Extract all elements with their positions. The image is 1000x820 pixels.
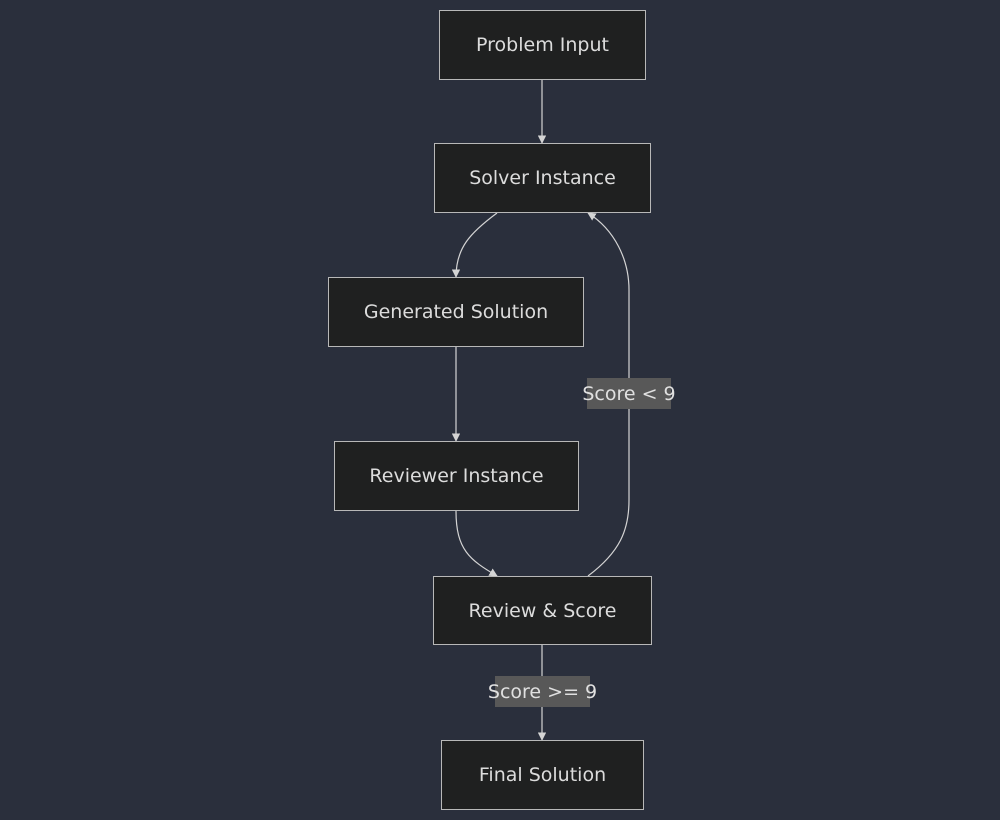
node-generated-solution: Generated Solution <box>328 277 584 347</box>
node-review-score: Review & Score <box>433 576 652 645</box>
node-problem-input: Problem Input <box>439 10 646 80</box>
node-solver-instance: Solver Instance <box>434 143 651 213</box>
node-final-solution: Final Solution <box>441 740 644 810</box>
edge-reviewer-instance-to-review-score <box>455 510 498 577</box>
edge-label-accept: Score >= 9 <box>488 676 597 707</box>
edge-label-retry: Score < 9 <box>582 378 676 409</box>
node-reviewer-instance: Reviewer Instance <box>334 441 579 511</box>
edge-solver-instance-to-generated-solution <box>451 212 498 278</box>
